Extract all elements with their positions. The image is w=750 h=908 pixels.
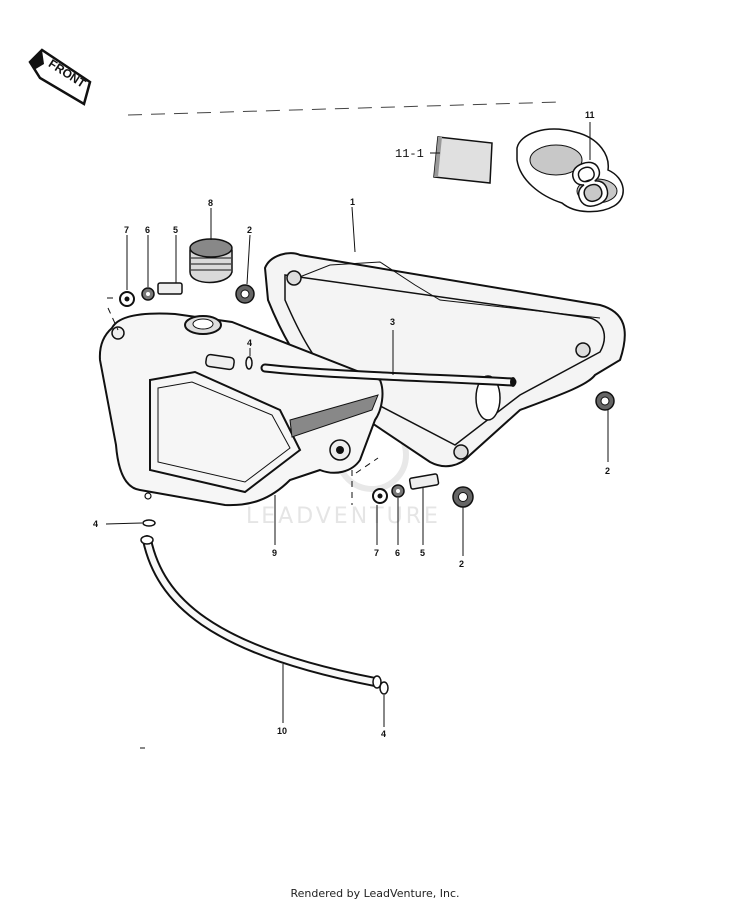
clamp-parts xyxy=(142,356,389,695)
callout-1: 1 xyxy=(350,197,355,207)
callout-5-upper: 5 xyxy=(173,225,178,235)
callout-11-1: 11-1 xyxy=(395,147,424,161)
lower-hardware-group xyxy=(372,391,615,508)
breather-hose-part xyxy=(260,363,517,387)
callout-3: 3 xyxy=(390,317,395,327)
callout-4-cap: 4 xyxy=(247,338,252,348)
callout-8: 8 xyxy=(208,198,213,208)
watermark-text: LEADVENTURE xyxy=(246,504,441,529)
oil-tank-part xyxy=(98,312,384,507)
callout-5-lower: 5 xyxy=(420,548,425,558)
tank-cap-part xyxy=(189,238,233,284)
callout-4-left: 4 xyxy=(93,519,98,529)
callout-10: 10 xyxy=(277,726,287,736)
callout-11: 11 xyxy=(585,110,595,120)
label-plate-part xyxy=(433,136,493,184)
emblem-part: 8 xyxy=(516,128,624,224)
callout-2-lower: 2 xyxy=(459,559,464,569)
callout-4-bottom: 4 xyxy=(381,729,386,739)
callout-6-upper: 6 xyxy=(145,225,150,235)
front-arrow-badge: FRONT xyxy=(28,48,92,106)
leader-lines xyxy=(105,122,609,727)
callout-2-upper: 2 xyxy=(247,225,252,235)
callout-2-right: 2 xyxy=(605,466,610,476)
callout-7-upper: 7 xyxy=(124,225,129,235)
callout-labels: 1 8 7 6 5 2 3 4 2 4 9 7 6 5 2 10 4 11 11… xyxy=(93,110,610,739)
reference-dash-line xyxy=(127,101,561,116)
upper-hardware-group xyxy=(119,282,255,307)
callout-9: 9 xyxy=(272,548,277,558)
oil-hose-part xyxy=(140,535,382,689)
footer-credit: Rendered by LeadVenture, Inc. xyxy=(290,887,460,900)
dashed-guides xyxy=(107,297,379,505)
callout-7-lower: 7 xyxy=(374,548,379,558)
callout-6-lower: 6 xyxy=(395,548,400,558)
